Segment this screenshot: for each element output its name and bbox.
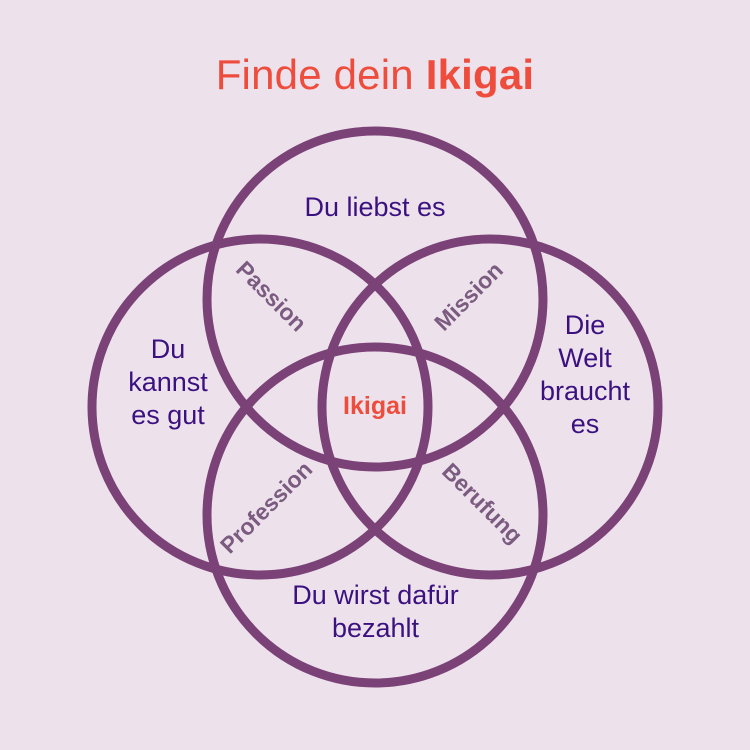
venn-circle-left <box>87 234 433 580</box>
venn-label-right: Die Welt braucht es <box>510 309 660 441</box>
venn-label-left-line3: es gut <box>131 399 205 430</box>
venn-center-label: Ikigai <box>343 392 407 420</box>
venn-label-left: Du kannst es gut <box>88 333 248 432</box>
venn-label-top: Du liebst es <box>245 191 505 224</box>
venn-label-right-line2: Welt <box>558 342 612 373</box>
venn-circle-bottom <box>202 342 548 688</box>
venn-label-right-line3: braucht <box>539 375 631 406</box>
venn-label-bottom: Du wirst dafür bezahlt <box>243 579 508 645</box>
venn-circle-right <box>317 234 663 580</box>
venn-label-top-text: Du liebst es <box>304 192 446 222</box>
title-prefix: Finde dein <box>215 51 426 98</box>
venn-label-right-line4: es <box>570 408 600 439</box>
venn-label-bottom-line1: Du wirst dafür <box>292 580 459 610</box>
venn-label-right-line1: Die <box>564 310 606 340</box>
venn-label-left-line1: Du <box>150 334 186 364</box>
venn-label-left-line2: kannst <box>128 366 208 397</box>
page-title: Finde dein Ikigai <box>0 51 750 98</box>
venn-circle-top <box>202 126 548 472</box>
title-highlight: Ikigai <box>425 51 535 98</box>
venn-label-bottom-line2: bezahlt <box>331 612 420 643</box>
